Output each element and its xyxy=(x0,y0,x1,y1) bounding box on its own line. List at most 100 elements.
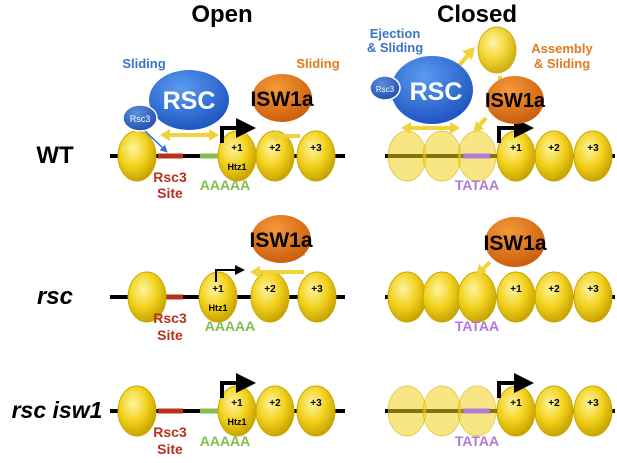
nucleosome-plus2 xyxy=(534,130,574,182)
closed-rsc-isw1-panel: +1 +2 +3 TATAA xyxy=(385,373,615,449)
nucleosome xyxy=(117,385,157,437)
tss-arrow xyxy=(497,118,534,143)
assembly-label-line2: & Sliding xyxy=(534,56,590,71)
isw1a-complex xyxy=(252,74,312,122)
nucleosome-label-plus2: +2 xyxy=(548,143,560,154)
nucleosome-plus1 xyxy=(198,271,238,323)
nucleosome-plus2 xyxy=(255,385,295,437)
assembly-label-line1: Assembly xyxy=(531,41,593,56)
rsc3-site-label-line2: Site xyxy=(157,327,183,343)
arrowhead xyxy=(250,266,260,278)
nucleosome xyxy=(117,130,157,182)
isw1a-label: ISW1a xyxy=(249,229,312,252)
nucleosome xyxy=(422,271,462,323)
arrowhead-right xyxy=(209,129,219,141)
nucleosome-plus1 xyxy=(496,271,536,323)
aaaaa-label: AAAAA xyxy=(200,433,251,449)
arrowhead xyxy=(476,264,487,276)
row-label-wt: WT xyxy=(36,142,74,169)
nucleosome-label-plus3: +3 xyxy=(587,284,599,295)
rsc3-label: Rsc3 xyxy=(130,114,151,124)
rsc3-site-label-line1: Rsc3 xyxy=(153,169,187,185)
nucleosome-plus3 xyxy=(573,385,613,437)
nucleosome-label-plus3: +3 xyxy=(311,284,323,295)
sliding-label-rsc: Sliding xyxy=(122,56,165,71)
nucleosome xyxy=(457,271,497,323)
isw1a-complex xyxy=(485,217,545,267)
rsc3-label: Rsc3 xyxy=(376,85,395,94)
open-wt-panel: +1 Htz1 +2 +3 RSC Rsc3 ISW1a Sliding Sli… xyxy=(110,56,345,201)
tataa-label: TATAA xyxy=(455,433,499,449)
arrowhead xyxy=(462,47,475,60)
aaaaa-label: AAAAA xyxy=(200,177,251,193)
nucleosome-assembling xyxy=(477,26,517,74)
isw1a-complex xyxy=(486,76,544,124)
aaaaa-label: AAAAA xyxy=(205,318,256,334)
htz1-label: Htz1 xyxy=(227,417,246,427)
closed-wt-panel: +1 +2 +3 RSC Rsc3 ISW1a Ejection & Slidi… xyxy=(367,26,615,193)
tataa-label: TATAA xyxy=(455,318,499,334)
htz1-label: Htz1 xyxy=(227,162,246,172)
nucleosome-label-plus1: +1 xyxy=(231,143,243,154)
ejection-label-line1: Ejection xyxy=(370,26,421,41)
closed-rsc-panel: +1 +2 +3 ISW1a TATAA xyxy=(385,217,615,334)
nucleosome-plus1 xyxy=(496,130,536,182)
open-title: Open xyxy=(191,1,252,28)
rsc-complex xyxy=(149,70,229,130)
nucleosome-plus1 xyxy=(496,385,536,437)
closed-title: Closed xyxy=(437,1,517,28)
rsc3-site-label-line2: Site xyxy=(157,441,183,457)
nucleosome-label-plus1: +1 xyxy=(510,284,522,295)
isw1a-label: ISW1a xyxy=(485,90,546,112)
rsc-complex xyxy=(391,56,473,124)
ejection-label-line2: & Sliding xyxy=(367,40,423,55)
nucleosome-translucent xyxy=(422,385,462,437)
nucleosome-label-plus2: +2 xyxy=(264,284,276,295)
nucleosome-plus3 xyxy=(573,271,613,323)
tss-arrow xyxy=(497,373,534,398)
rsc3-subunit xyxy=(122,104,158,132)
tss-arrow xyxy=(220,373,256,398)
nucleosome-label-plus3: +3 xyxy=(310,398,322,409)
htz1-label: Htz1 xyxy=(208,303,227,313)
nucleosome-translucent xyxy=(422,130,462,182)
tss-arrow xyxy=(220,118,256,143)
nucleosome-plus2 xyxy=(534,385,574,437)
arrowhead xyxy=(268,130,278,142)
nucleosome-plus2 xyxy=(534,271,574,323)
nucleosome-label-plus2: +2 xyxy=(548,398,560,409)
isw1a-complex xyxy=(251,215,311,263)
nucleosome-translucent xyxy=(387,385,427,437)
nucleosome-plus2 xyxy=(255,130,295,182)
rsc3-binding-arrow xyxy=(144,130,168,153)
nucleosome-plus3 xyxy=(296,130,336,182)
nucleosome-plus3 xyxy=(573,130,613,182)
nucleosome-label-plus2: +2 xyxy=(269,398,281,409)
tataa-label: TATAA xyxy=(455,177,499,193)
sliding-label-isw1a: Sliding xyxy=(296,56,339,71)
nucleosome-plus2 xyxy=(250,271,290,323)
nucleosome-plus3 xyxy=(297,271,337,323)
rsc3-site-label-line2: Site xyxy=(157,185,183,201)
arrowhead xyxy=(473,121,484,133)
nucleosome xyxy=(387,271,427,323)
isw1a-label: ISW1a xyxy=(250,88,313,111)
rsc3-site-label-line1: Rsc3 xyxy=(153,424,187,440)
nucleosome xyxy=(127,271,167,323)
nucleosome-label-plus1: +1 xyxy=(510,398,522,409)
tss-arrow xyxy=(215,265,245,282)
rsc-label: RSC xyxy=(163,87,216,115)
arrowhead-left xyxy=(401,122,411,134)
open-rsc-isw1-panel: +1 Htz1 +2 +3 Rsc3 Site AAAAA xyxy=(110,373,345,457)
rsc3-subunit xyxy=(369,75,401,101)
nucleosome-translucent xyxy=(387,130,427,182)
nucleosome-label-plus3: +3 xyxy=(587,143,599,154)
nucleosome-label-plus3: +3 xyxy=(587,398,599,409)
isw1a-label: ISW1a xyxy=(483,232,546,255)
nucleosome-label-plus1: +1 xyxy=(231,398,243,409)
row-label-rsc-isw1: rsc isw1 xyxy=(12,397,103,423)
nucleosome-label-plus1: +1 xyxy=(212,284,224,295)
nucleosome-label-plus2: +2 xyxy=(548,284,560,295)
arrowhead-right xyxy=(450,122,460,134)
